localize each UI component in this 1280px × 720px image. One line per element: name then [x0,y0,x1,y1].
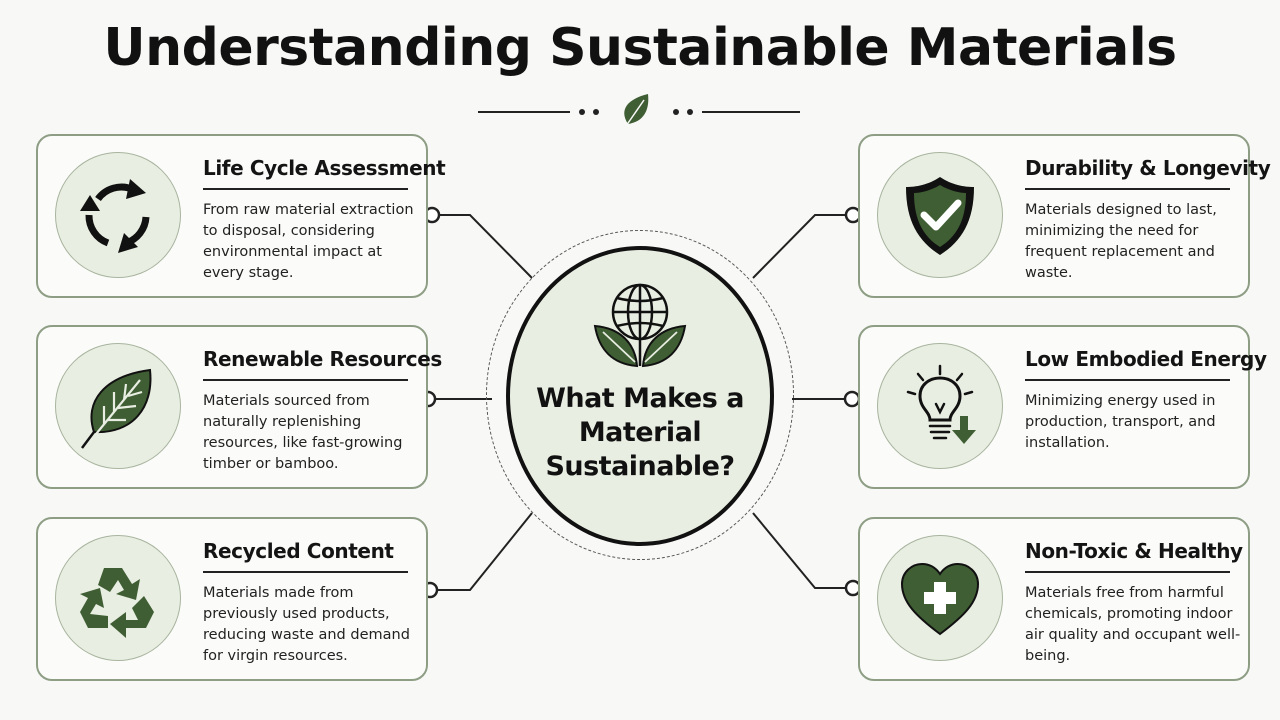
card-recycled-content: Recycled Content Materials made from pre… [36,517,428,681]
page-title: Understanding Sustainable Materials [103,18,1177,78]
card-non-toxic-healthy: Non-Toxic & Healthy Materials free from … [858,517,1250,681]
title-divider [478,94,800,127]
recycle-icon [80,568,154,638]
card-description: Materials made from previously used prod… [203,585,410,664]
icon-badge [55,343,181,469]
card-title: Low Embodied Energy [1025,347,1267,371]
icon-badge [877,535,1003,661]
leaf-icon [81,368,152,449]
shield-check-icon [906,177,974,255]
card-renewable-resources: Renewable Resources Materials sourced fr… [36,325,442,489]
icon-badge [55,152,181,278]
card-description: Materials sourced from naturally repleni… [203,393,403,472]
icon-badge [55,535,181,661]
card-life-cycle-assessment: Life Cycle Assessment From raw material … [36,134,446,298]
card-description: Minimizing energy used in production, tr… [1025,393,1216,451]
center-dashed-ring [486,230,794,560]
heart-plus-icon [900,562,980,636]
globe-with-leaves-icon [593,283,687,368]
icon-badge [877,343,1003,469]
card-low-embodied-energy: Low Embodied Energy Minimizing energy us… [858,325,1267,489]
title-underline [1025,188,1230,190]
card-durability-longevity: Durability & Longevity Materials designe… [858,134,1271,298]
title-underline [203,379,408,381]
center-label: What Makes a Material Sustainable? [536,383,744,482]
card-title: Recycled Content [203,539,394,563]
title-underline [1025,379,1230,381]
title-underline [203,188,408,190]
lightbulb-down-arrow-icon [906,364,976,444]
card-title: Life Cycle Assessment [203,156,446,180]
card-title: Renewable Resources [203,347,442,371]
cycle-arrows-icon [80,179,150,253]
card-description: Materials free from harmful chemicals, p… [1025,585,1241,664]
card-description: Materials designed to last, minimizing t… [1025,202,1217,281]
divider-leaf-icon [624,94,649,127]
title-underline [203,571,408,573]
title-underline [1025,571,1230,573]
card-title: Non-Toxic & Healthy [1025,539,1243,563]
icon-badge [877,152,1003,278]
card-title: Durability & Longevity [1025,156,1271,180]
card-description: From raw material extraction to disposal… [203,202,414,281]
